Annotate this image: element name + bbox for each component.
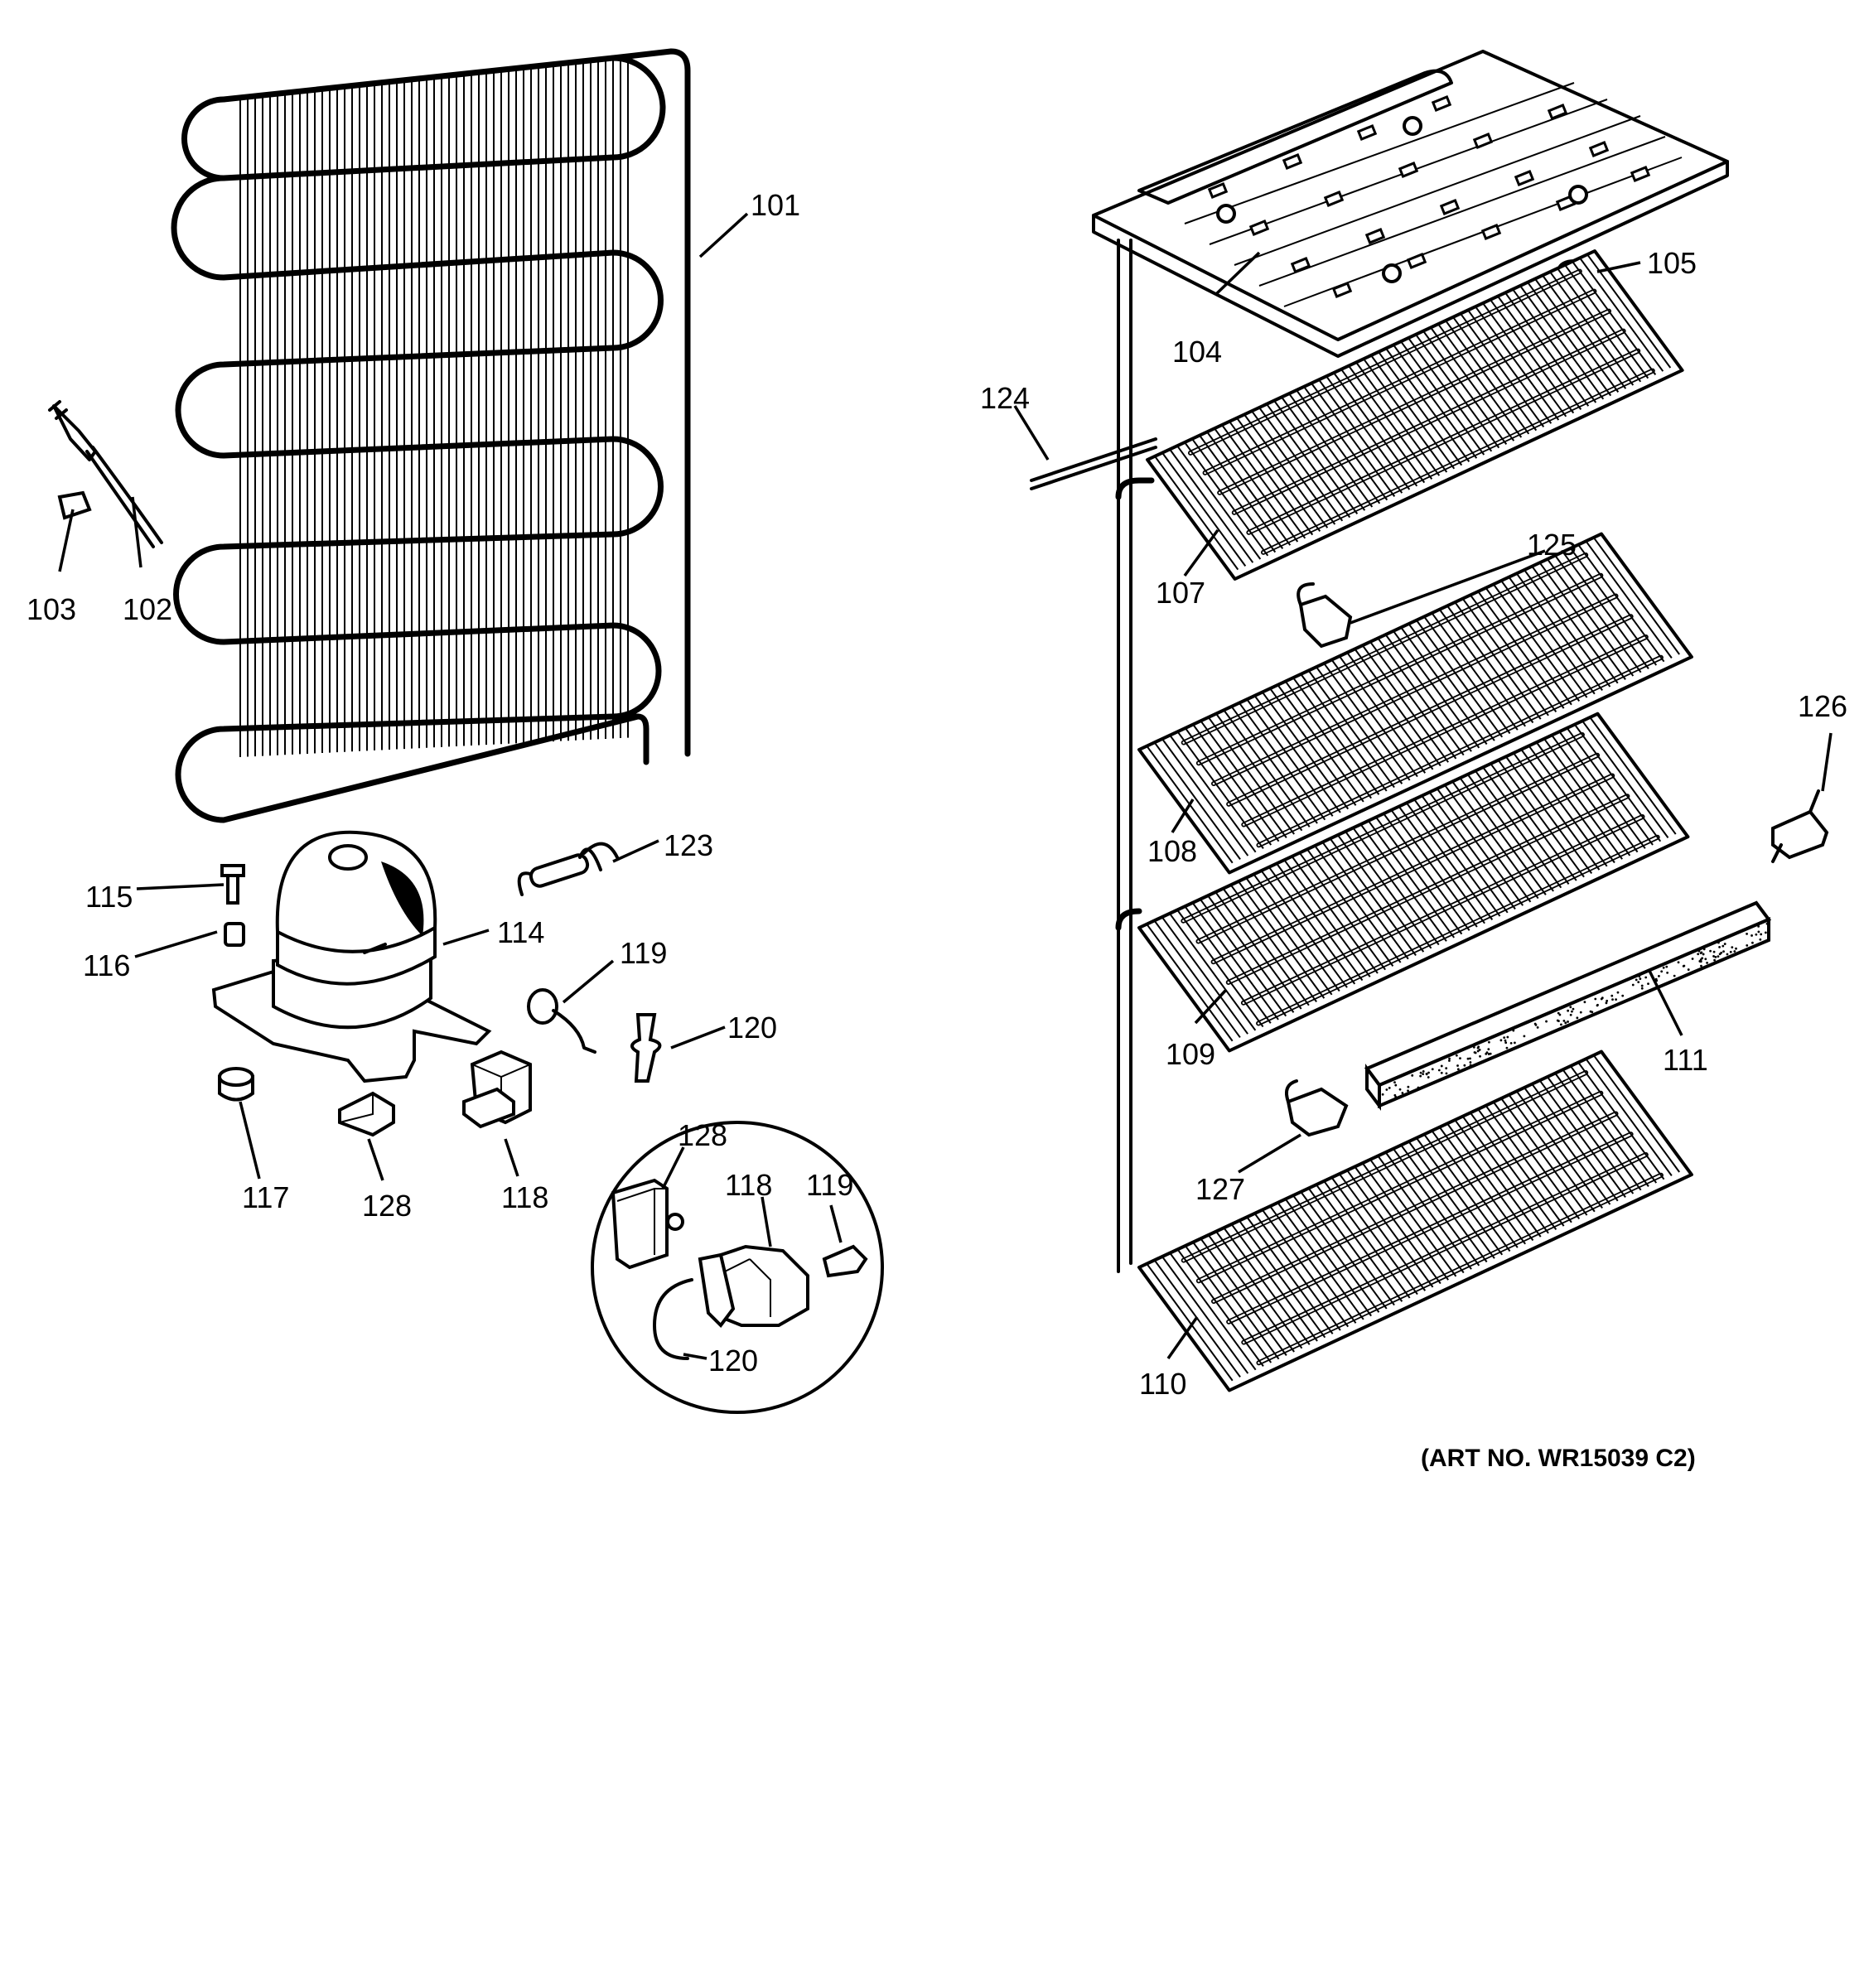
callout-127: 127 (1195, 1172, 1245, 1206)
callout-125: 125 (1527, 528, 1577, 562)
callout-126: 126 (1798, 689, 1847, 723)
callout-120a: 120 (727, 1011, 777, 1045)
callout-108: 108 (1147, 834, 1197, 868)
callout-116: 116 (83, 948, 130, 982)
callout-118b: 118 (725, 1168, 772, 1202)
shelf-coil-110 (1139, 1052, 1692, 1391)
callout-114: 114 (497, 915, 544, 949)
callout-120b: 120 (708, 1344, 758, 1378)
callout-111: 111 (1663, 1043, 1708, 1077)
bolt-115 (222, 866, 244, 903)
clip-125 (1298, 584, 1350, 646)
compressor (214, 832, 489, 1081)
callout-105: 105 (1647, 246, 1697, 280)
callout-123: 123 (664, 828, 713, 862)
callout-128b: 128 (678, 1118, 727, 1152)
clip-120 (632, 1015, 659, 1081)
callout-128a: 128 (362, 1189, 412, 1223)
grommet-117 (220, 1069, 253, 1100)
callout-119a: 119 (620, 936, 667, 970)
capacitor-123 (519, 844, 617, 895)
clip-126 (1773, 791, 1827, 861)
callout-119b: 119 (806, 1168, 853, 1202)
power-cord (50, 402, 162, 547)
callout-115: 115 (85, 880, 133, 914)
cover-128 (340, 1093, 394, 1135)
callout-110: 110 (1139, 1367, 1186, 1401)
callout-124: 124 (980, 381, 1030, 415)
bushing-116 (225, 924, 244, 945)
overload-119 (529, 990, 595, 1052)
cord-clip (60, 493, 89, 518)
art-number: (ART NO. WR15039 C2) (1421, 1445, 1696, 1472)
callout-101: 101 (751, 188, 800, 222)
callout-109: 109 (1166, 1037, 1215, 1071)
callout-118a: 118 (501, 1180, 548, 1214)
callout-103: 103 (27, 592, 76, 626)
callout-117: 117 (242, 1180, 289, 1214)
callout-107: 107 (1156, 576, 1205, 610)
condenser-coil (174, 51, 688, 820)
relay-118 (464, 1052, 530, 1127)
callout-102: 102 (123, 592, 172, 626)
callout-104: 104 (1172, 335, 1222, 369)
clip-127 (1287, 1081, 1346, 1135)
